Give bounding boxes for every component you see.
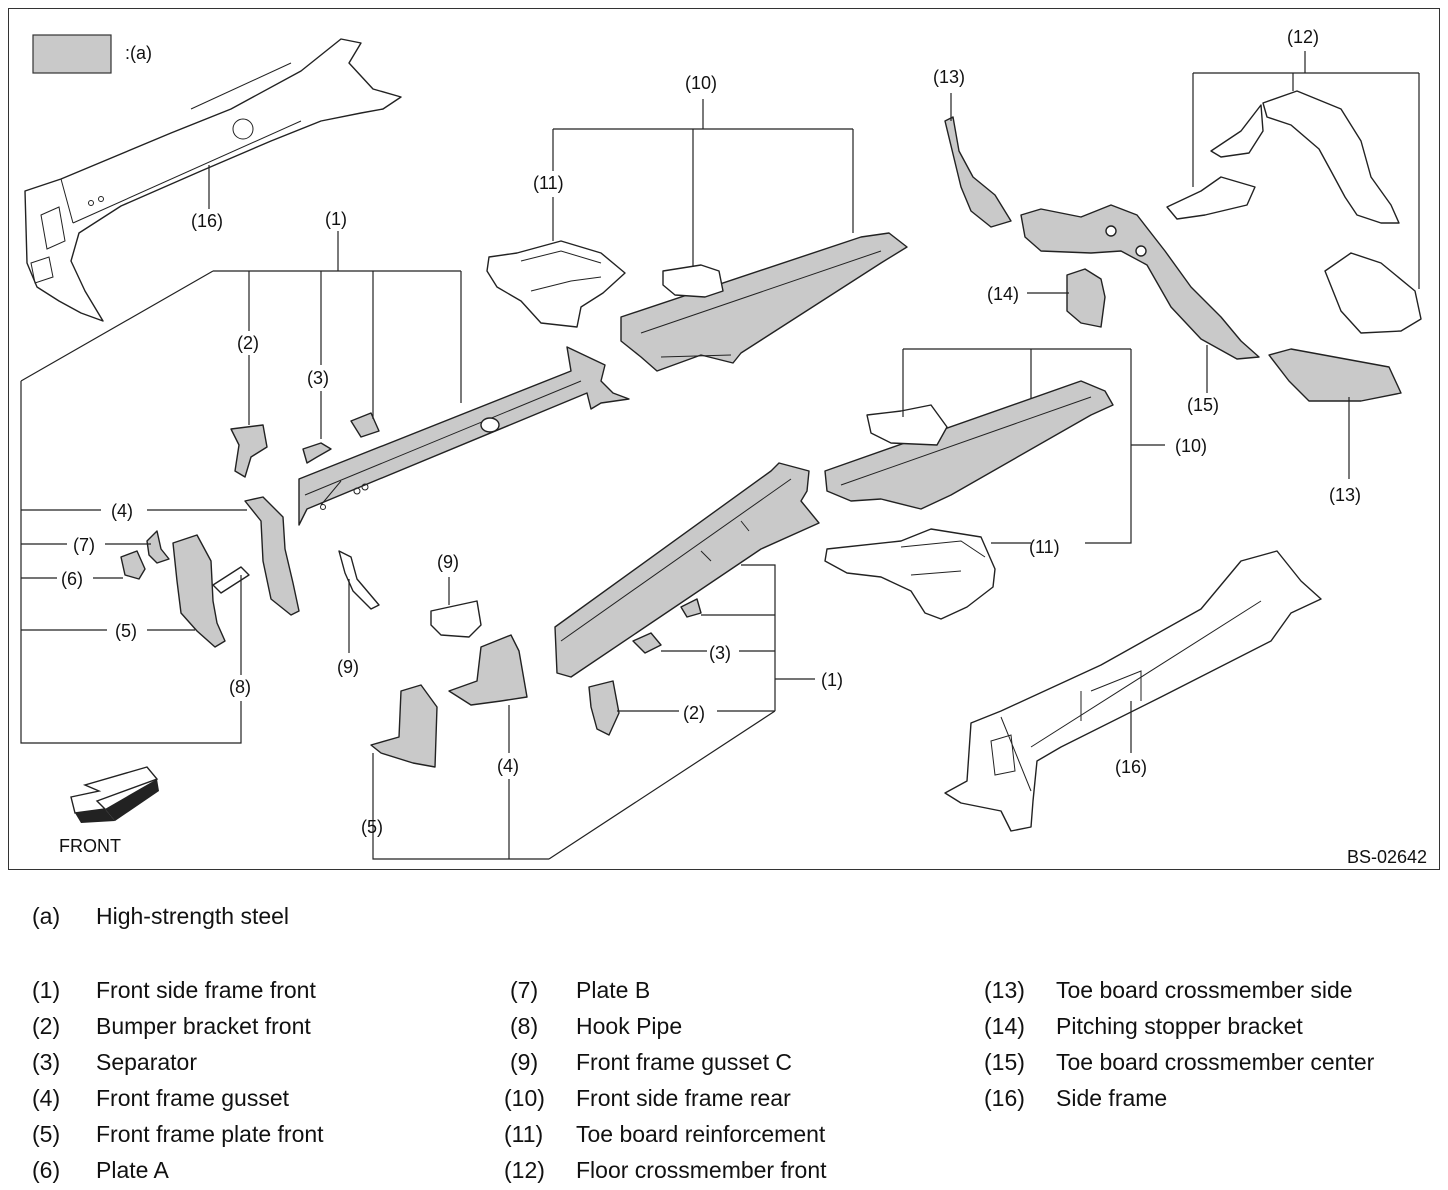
part-pitching-stopper-bracket bbox=[1066, 268, 1106, 328]
callout-5-upper: (5) bbox=[115, 621, 137, 641]
part-hook-pipe bbox=[212, 566, 250, 594]
part-plate-a bbox=[120, 550, 146, 580]
callout-15: (15) bbox=[1187, 395, 1219, 415]
part-side-frame-upper bbox=[24, 38, 402, 322]
part-front-frame-gusset-upper bbox=[244, 496, 300, 616]
part-separator-upper-a bbox=[302, 442, 332, 464]
part-separator-upper-b bbox=[350, 412, 380, 438]
part-front-side-frame-rear-upper bbox=[620, 232, 908, 372]
parts-legend: (a) High-strength steel (1)Front side fr… bbox=[32, 903, 1375, 1183]
callout-9-left: (9) bbox=[337, 657, 359, 677]
callout-11-upper: (11) bbox=[533, 173, 564, 193]
callout-6: (6) bbox=[61, 569, 83, 589]
part-toe-board-crossmember-center bbox=[1020, 204, 1260, 360]
callout-3-upper: (3) bbox=[307, 368, 329, 388]
callout-13-upper: (13) bbox=[933, 67, 965, 87]
callout-12: (12) bbox=[1287, 27, 1319, 47]
leader-lines bbox=[20, 51, 1420, 860]
high-strength-swatch bbox=[32, 34, 112, 74]
front-arrow-icon bbox=[70, 766, 159, 823]
part-separator-lower-a bbox=[680, 598, 702, 618]
swatch-label: :(a) bbox=[125, 43, 152, 63]
parts-diagram: :(a) bbox=[8, 8, 1440, 870]
callout-1-lower: (1) bbox=[821, 670, 843, 690]
part-toe-board-reinforcement-lower bbox=[824, 528, 996, 620]
front-label: FRONT bbox=[59, 836, 121, 856]
callout-10-lower: (10) bbox=[1175, 436, 1207, 456]
diagram-svg: :(a) bbox=[20, 27, 1427, 867]
legend-material-num: (a) bbox=[32, 903, 61, 929]
callout-14: (14) bbox=[987, 284, 1019, 304]
part-front-frame-gusset-c-left bbox=[338, 550, 380, 610]
part-plate-b bbox=[146, 530, 170, 564]
callout-16-upper: (16) bbox=[191, 211, 223, 231]
part-front-side-frame-rear-lower bbox=[824, 380, 1114, 510]
callout-4-lower: (4) bbox=[497, 756, 519, 776]
part-toe-board-crossmember-side-upper bbox=[944, 116, 1012, 228]
callout-5-lower: (5) bbox=[361, 817, 383, 837]
part-front-frame-plate-front-upper bbox=[172, 534, 226, 648]
legend-material-text: High-strength steel bbox=[96, 903, 290, 929]
part-bumper-bracket-upper bbox=[230, 424, 268, 478]
callout-16-lower: (16) bbox=[1115, 757, 1147, 777]
callout-10-upper: (10) bbox=[685, 73, 717, 93]
callout-3-lower: (3) bbox=[709, 643, 731, 663]
figure-code: BS-02642 bbox=[1347, 847, 1427, 867]
part-front-frame-gusset-c-lower bbox=[430, 600, 482, 638]
callout-13-lower: (13) bbox=[1329, 485, 1361, 505]
part-bumper-bracket-lower bbox=[588, 680, 620, 736]
callout-11-lower: (11) bbox=[1029, 537, 1060, 557]
part-side-frame-lower bbox=[944, 550, 1322, 832]
part-toe-board-reinforcement-upper bbox=[486, 240, 626, 328]
callout-8: (8) bbox=[229, 677, 251, 697]
part-front-frame-plate-front-lower bbox=[370, 684, 438, 768]
callout-4-upper: (4) bbox=[111, 501, 133, 521]
callout-1-upper: (1) bbox=[325, 209, 347, 229]
callout-7: (7) bbox=[73, 535, 95, 555]
part-front-side-frame-front-lower bbox=[554, 462, 820, 678]
part-front-frame-gusset-lower bbox=[448, 634, 528, 706]
part-front-side-frame-front-upper bbox=[298, 346, 630, 526]
callout-2-lower: (2) bbox=[683, 703, 705, 723]
part-floor-crossmember-front bbox=[1166, 90, 1422, 334]
callout-2-upper: (2) bbox=[237, 333, 259, 353]
part-toe-board-crossmember-side-lower bbox=[1268, 348, 1402, 402]
callout-9-lower: (9) bbox=[437, 552, 459, 572]
part-separator-lower-b bbox=[632, 632, 662, 654]
